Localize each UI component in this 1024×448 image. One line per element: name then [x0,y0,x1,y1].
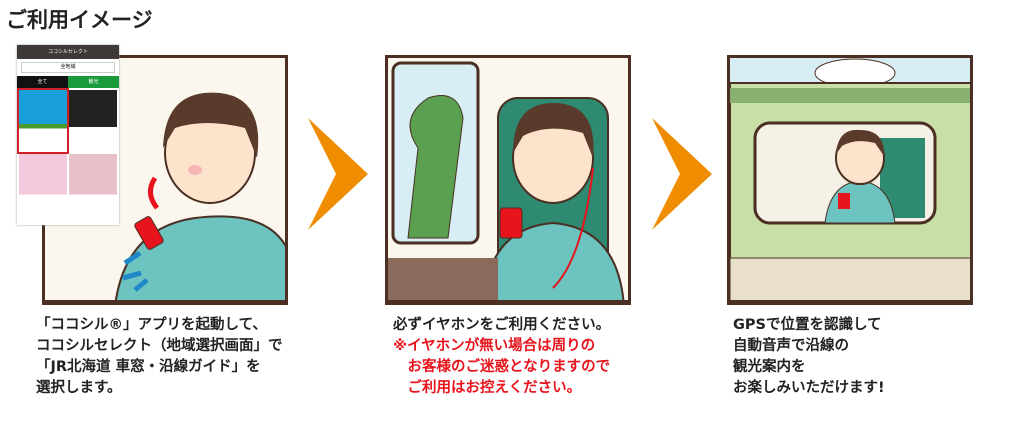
divider [727,302,973,305]
caption-line: お楽しみいただけます! [733,380,885,396]
warning-line: ※イヤホンが無い場合は周りの [393,338,596,354]
divider [42,302,288,305]
step3-caption: GPSで位置を認識して 自動音声で沿線の 観光案内を お楽しみいただけます! [733,315,885,399]
caption-line: GPSで位置を認識して [733,317,882,333]
caption-line: 観光案内を [733,359,806,375]
warning-line: ご利用はお控えください。 [393,380,582,396]
caption-line: 選択します。 [36,380,122,396]
step2-caption: 必ずイヤホンをご利用ください。 ※イヤホンが無い場合は周りの お客様のご迷惑とな… [393,315,610,399]
step3-illustration [727,55,973,303]
phone-screen: ココシルセレクト 全地域 全て 観光 [17,45,119,225]
content-card[interactable] [69,154,117,216]
region-select[interactable]: 全地域 [21,62,115,73]
arrow-right-icon [652,118,712,230]
divider [385,302,631,305]
step1-caption: 「ココシル®」アプリを起動して、 ココシルセレクト（地域選択画面」で 「JR北海… [36,315,283,399]
content-card[interactable] [69,90,117,152]
phone-header: ココシルセレクト [17,45,119,59]
caption-line: 必ずイヤホンをご利用ください。 [393,317,611,333]
caption-line: 自動音声で沿線の [733,338,849,354]
content-card[interactable] [19,154,67,216]
page-title: ご利用イメージ [6,8,153,32]
caption-line: 「JR北海道 車窓・沿線ガイド」を [36,359,261,375]
step2-illustration [385,55,631,303]
person-with-earphones-illustration [388,58,628,300]
content-card[interactable] [17,88,69,154]
arrow-right-icon [308,118,368,230]
train-window-illustration [730,58,970,300]
caption-line: ココシルセレクト（地域選択画面」で [36,338,283,354]
tab-sightseeing[interactable]: 観光 [68,76,119,88]
warning-line: お客様のご迷惑となりますので [393,359,611,375]
caption-line: 「ココシル®」アプリを起動して、 [36,317,267,333]
tab-all[interactable]: 全て [17,76,68,88]
